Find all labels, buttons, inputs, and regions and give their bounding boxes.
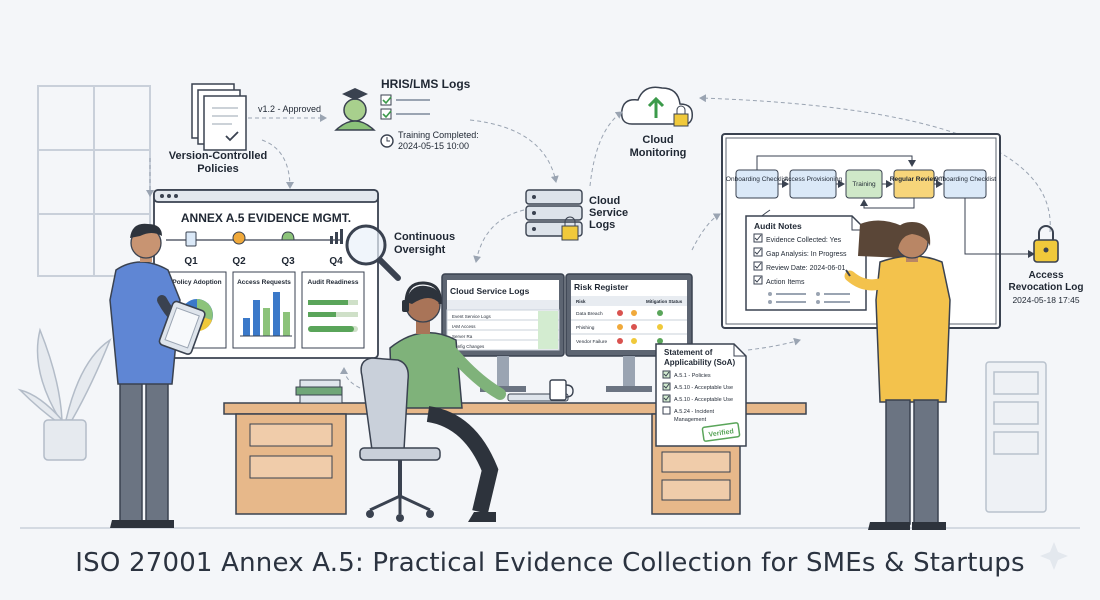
workflow-step-access: Access Provisioning — [784, 176, 843, 183]
cloud-lock-icon — [620, 86, 693, 127]
policies-label-2: Policies — [197, 163, 239, 175]
policy-version-label: v1.2 - Approved — [258, 104, 321, 114]
audit-notes-title: Audit Notes — [754, 221, 802, 231]
arrow-cloudlogs-monitor — [473, 209, 525, 263]
graduate-user-icon — [334, 88, 376, 131]
revocation-date: 2024-05-18 17:45 — [1012, 295, 1079, 305]
soa-document — [655, 343, 747, 447]
quarter-label-q2: Q2 — [232, 256, 246, 267]
coffee-mug — [549, 379, 574, 401]
audit-note-2: Gap Analysis: In Progress — [766, 251, 847, 258]
dashboard-title: ANNEX A.5 EVIDENCE MGMT. — [181, 211, 351, 225]
audit-note-3: Review Date: 2024-06-01 — [766, 265, 845, 272]
policies-label-1: Version-Controlled — [169, 150, 267, 162]
risk-header-mitigation: Mitigation Status — [646, 299, 683, 304]
soa-item-4: A.5.24 - Incident — [674, 409, 715, 415]
monitor-right-title: Risk Register — [574, 282, 629, 292]
training-completed-label: Training Completed: — [398, 130, 479, 140]
arrow-board-in — [691, 213, 721, 251]
arrow-desk-dashboard — [340, 367, 361, 389]
monitor-cloud-logs — [441, 273, 565, 392]
server-rack-decoration — [985, 361, 1047, 513]
risk-row-2: Phishing — [576, 325, 595, 331]
cloud-logs-label-3: Logs — [589, 219, 615, 231]
audit-note-1: Evidence Collected: Yes — [766, 237, 842, 244]
office-chair — [359, 357, 441, 522]
workflow-step-review: Regular Review — [890, 176, 939, 183]
log-row-2: IAM Access — [452, 324, 476, 329]
clock-icon — [380, 134, 394, 148]
arrow-hris-cloudlogs — [469, 119, 559, 183]
page-title: ISO 27001 Annex A.5: Practical Evidence … — [75, 548, 1025, 578]
oversight-label-1: Continuous — [394, 231, 455, 243]
soa-item-2: A.5.10 - Acceptable Use — [674, 385, 733, 391]
soa-item-3: A.5.10 - Acceptable Use — [674, 397, 733, 403]
soa-item-5: Management — [674, 417, 707, 423]
revocation-label-1: Access — [1028, 270, 1063, 281]
panel-access-requests: Access Requests — [237, 279, 291, 286]
workflow-step-offboarding: Offboarding Checklist — [934, 176, 996, 183]
cloud-monitoring-label-1: Cloud — [642, 134, 673, 146]
oversight-label-2: Oversight — [394, 244, 446, 256]
cloud-logs-label-2: Service — [589, 207, 628, 219]
person-writing — [844, 220, 951, 530]
panel-policy-adoption: Policy Adoption — [172, 279, 221, 286]
arrow-policies-dashboard-2 — [261, 139, 294, 189]
log-row-1: Event Service Logs — [452, 314, 492, 319]
padlock-icon — [1033, 225, 1059, 263]
database-server-icon — [525, 189, 583, 241]
audit-note-4: Action Items — [766, 279, 805, 286]
soa-title-2: Applicability (SoA) — [664, 358, 735, 367]
cloud-logs-label-1: Cloud — [589, 195, 620, 207]
monitor-risk-register — [565, 273, 693, 392]
training-completed-date: 2024-05-15 10:00 — [398, 141, 469, 151]
quarter-label-q1: Q1 — [184, 256, 198, 267]
policy-documents-icon — [191, 83, 247, 151]
risk-row-3: Vendor Failure — [576, 339, 608, 345]
hris-checklist-icon — [380, 94, 430, 120]
log-row-4: Config Changes — [452, 344, 485, 349]
arrow-soa-board — [747, 337, 801, 351]
verified-stamp: Verified — [708, 428, 734, 438]
workflow-step-training: Training — [852, 181, 876, 188]
book-stack — [295, 379, 343, 404]
revocation-label-2: Revocation Log — [1008, 282, 1083, 293]
magnifier-icon — [345, 224, 401, 281]
audit-notes-paper — [745, 215, 867, 311]
sparkle-icon — [1040, 542, 1068, 570]
hris-title: HRIS/LMS Logs — [381, 77, 471, 91]
risk-row-1: Data Breach — [576, 311, 603, 317]
log-row-3: Server Ra — [452, 334, 473, 339]
soa-title-1: Statement of — [664, 348, 713, 357]
quarter-label-q3: Q3 — [281, 256, 295, 267]
cloud-monitoring-label-2: Monitoring — [630, 147, 687, 159]
risk-header-risk: Risk — [576, 299, 586, 304]
arrow-cloudlogs-monitoring — [589, 111, 623, 187]
panel-audit-readiness: Audit Readiness — [308, 279, 359, 286]
monitor-left-title: Cloud Service Logs — [450, 286, 530, 296]
plant-decoration — [17, 327, 112, 461]
person-with-tablet — [109, 223, 206, 528]
soa-item-1: A.5.1 - Policies — [674, 373, 711, 379]
quarter-label-q4: Q4 — [329, 256, 343, 267]
workflow-step-onboarding: Onboarding Checklist — [726, 176, 788, 183]
